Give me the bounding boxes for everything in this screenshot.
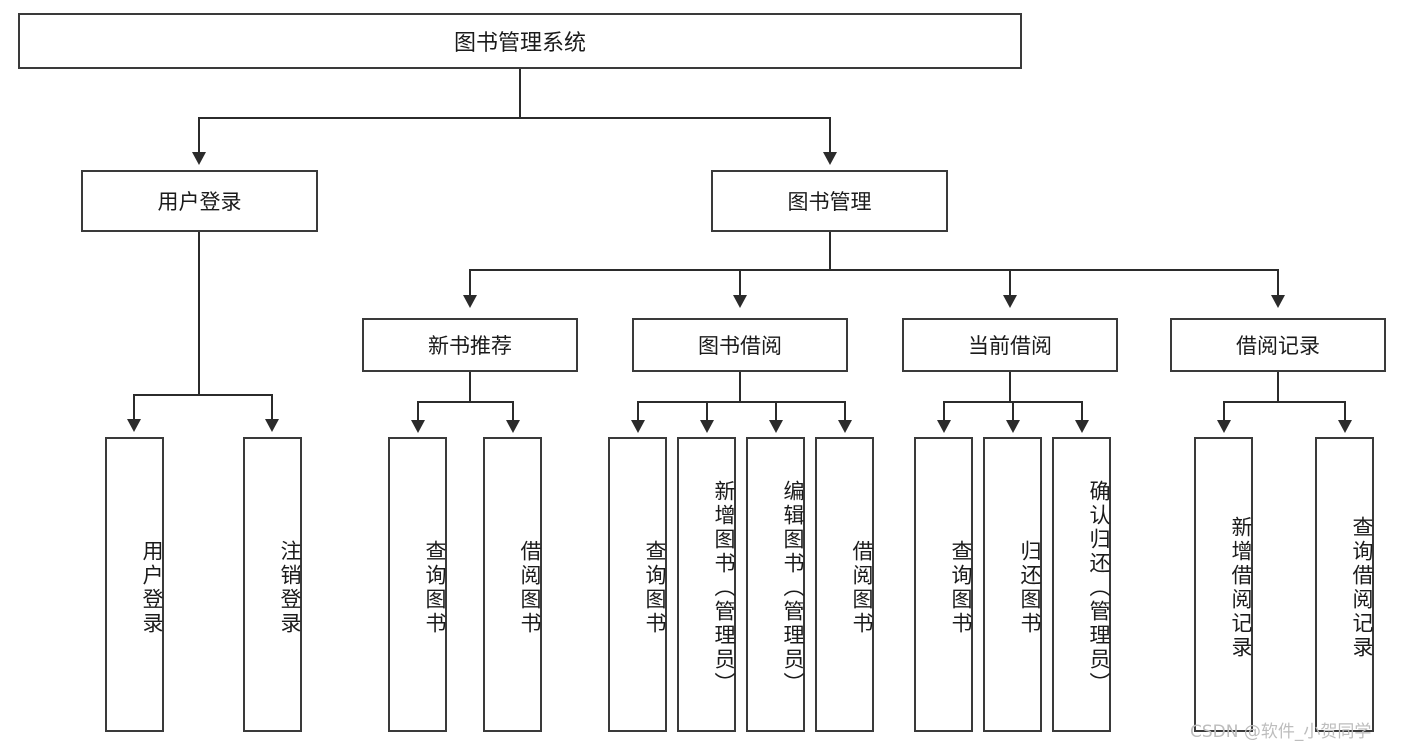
arrow-to-new-book-recommend [463,295,477,308]
edge-book-borrow-drop-2 [706,401,708,421]
arrow-to-current-borrow [1003,295,1017,308]
leaf-label: 编辑图书（管理员） [781,479,804,696]
edge-user-login-stem [198,232,200,395]
leaf-borrow-book-2[interactable]: 借阅图书 [815,437,874,732]
edge-current-borrow-drop-2 [1012,401,1014,421]
edge-to-book-management [829,117,831,154]
edge-user-login-drop-2 [271,394,273,420]
arrow-to-user-login [192,152,206,165]
arrow-leaf-borrow-book-1 [506,420,520,433]
arrow-leaf-add-record [1217,420,1231,433]
edge-root-stem [519,69,521,118]
leaf-logout[interactable]: 注销登录 [243,437,302,732]
edge-book-borrow-drop-4 [844,401,846,421]
arrow-leaf-return-book [1006,420,1020,433]
node-current-borrow[interactable]: 当前借阅 [902,318,1118,372]
leaf-add-book[interactable]: 新增图书（管理员） [677,437,736,732]
arrow-leaf-query-book-3 [937,420,951,433]
leaf-query-book-1[interactable]: 查询图书 [388,437,447,732]
leaf-label: 新增借阅记录 [1229,515,1252,660]
arrow-leaf-logout [265,419,279,432]
edge-to-borrow-record [1277,269,1279,296]
leaf-label: 查询图书 [643,539,666,636]
edge-borrow-record-drop-1 [1223,401,1225,421]
leaf-return-book[interactable]: 归还图书 [983,437,1042,732]
node-borrow-record[interactable]: 借阅记录 [1170,318,1386,372]
node-root-system[interactable]: 图书管理系统 [18,13,1022,69]
csdn-watermark: CSDN @软件_小贺同学 [1190,722,1372,742]
edge-book-borrow-bus [637,401,845,403]
leaf-confirm-return[interactable]: 确认归还（管理员） [1052,437,1111,732]
edge-borrow-record-drop-2 [1344,401,1346,421]
leaf-label: 注销登录 [278,539,301,636]
edge-current-borrow-stem [1009,372,1011,402]
edge-new-book-stem [469,372,471,402]
arrow-leaf-query-book-2 [631,420,645,433]
arrow-leaf-query-book-1 [411,420,425,433]
leaf-query-book-3[interactable]: 查询图书 [914,437,973,732]
leaf-add-record[interactable]: 新增借阅记录 [1194,437,1253,732]
leaf-borrow-book-1[interactable]: 借阅图书 [483,437,542,732]
edge-book-borrow-drop-3 [775,401,777,421]
arrow-leaf-user-login [127,419,141,432]
edge-new-book-bus [417,401,513,403]
leaf-label: 用户登录 [140,539,163,636]
node-new-book-recommend[interactable]: 新书推荐 [362,318,578,372]
edge-book-borrow-stem [739,372,741,402]
edge-current-borrow-drop-3 [1081,401,1083,421]
edge-book-management-stem [829,232,831,270]
edge-to-user-login [198,117,200,154]
edge-new-book-drop-2 [512,401,514,421]
node-user-login[interactable]: 用户登录 [81,170,318,232]
node-book-borrow[interactable]: 图书借阅 [632,318,848,372]
arrow-to-book-borrow [733,295,747,308]
arrow-to-borrow-record [1271,295,1285,308]
leaf-label: 查询借阅记录 [1350,515,1373,660]
edge-user-login-bus [133,394,273,396]
leaf-label: 借阅图书 [850,539,873,636]
edge-to-new-book-recommend [469,269,471,296]
edge-book-borrow-drop-1 [637,401,639,421]
arrow-leaf-edit-book [769,420,783,433]
edge-new-book-drop-1 [417,401,419,421]
edge-borrow-record-bus [1223,401,1345,403]
edge-user-login-drop-1 [133,394,135,420]
arrow-to-book-management [823,152,837,165]
leaf-query-book-2[interactable]: 查询图书 [608,437,667,732]
leaf-label: 确认归还（管理员） [1087,479,1110,696]
leaf-label: 归还图书 [1018,539,1041,636]
leaf-label: 查询图书 [423,539,446,636]
edge-level2-bus [198,117,831,119]
arrow-leaf-query-record [1338,420,1352,433]
edge-current-borrow-drop-1 [943,401,945,421]
leaf-edit-book[interactable]: 编辑图书（管理员） [746,437,805,732]
node-book-management[interactable]: 图书管理 [711,170,948,232]
edge-to-current-borrow [1009,269,1011,296]
arrow-leaf-confirm-return [1075,420,1089,433]
leaf-label: 新增图书（管理员） [712,479,735,696]
leaf-label: 借阅图书 [518,539,541,636]
edge-level3-bus [469,269,1278,271]
arrow-leaf-borrow-book-2 [838,420,852,433]
edge-to-book-borrow [739,269,741,296]
leaf-query-record[interactable]: 查询借阅记录 [1315,437,1374,732]
arrow-leaf-add-book [700,420,714,433]
edge-borrow-record-stem [1277,372,1279,402]
leaf-label: 查询图书 [949,539,972,636]
leaf-user-login[interactable]: 用户登录 [105,437,164,732]
